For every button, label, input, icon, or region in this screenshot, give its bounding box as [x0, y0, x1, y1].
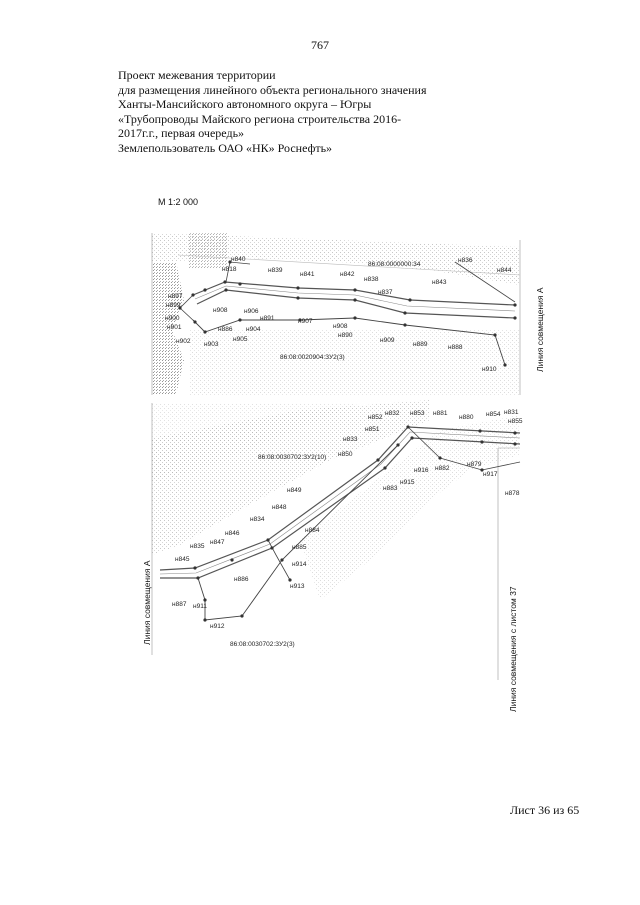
point-label: н831: [504, 409, 519, 416]
point-label: н888: [448, 344, 463, 351]
point-label: н837: [378, 289, 393, 296]
page-number: 767: [311, 38, 329, 52]
alignment-line-label: Линия совмещения А: [142, 560, 152, 645]
point-label: н902: [176, 338, 191, 345]
point-label: н878: [505, 490, 520, 497]
point-label: н833: [343, 436, 358, 443]
point-label: н914: [292, 561, 307, 568]
point-label: н846: [225, 530, 240, 537]
map-scale: М 1:2 000: [158, 197, 199, 207]
header-line: Ханты-Мансийского автономного округа – Ю…: [118, 97, 372, 111]
point-label: н908: [333, 323, 348, 330]
point-label: н882: [435, 465, 450, 472]
point-label: н906: [244, 308, 259, 315]
point-label: н900: [165, 315, 180, 322]
point-label: н891: [260, 315, 275, 322]
point-label: н834: [250, 516, 265, 523]
point-label: н835: [190, 543, 205, 550]
point-label: н852: [368, 414, 383, 421]
point-label: н832: [385, 410, 400, 417]
point-label: н901: [167, 324, 182, 331]
point-label: н912: [210, 623, 225, 630]
cadastral-label: 86:08:0030702:ЗУ2(3): [230, 641, 295, 648]
sheet-number: Лист 36 из 65: [510, 803, 580, 817]
point-label: н836: [458, 257, 473, 264]
header-line: «Трубопроводы Майского региона строитель…: [118, 111, 402, 126]
point-label: н885: [292, 544, 307, 551]
point-label: н889: [413, 341, 428, 348]
point-label: н915: [400, 479, 415, 486]
point-label: н854: [486, 411, 501, 418]
point-label: н843: [432, 279, 447, 286]
bottom-map-fragment: н852 н832 н853 н881 н880 н854 н831 н855 …: [142, 400, 523, 712]
top-map-fragment: н840 н818 н839 н841 н842 н838 н836 н844 …: [151, 232, 545, 395]
point-label: н908: [213, 307, 228, 314]
document-header: Проект межевания территории для размещен…: [118, 68, 426, 155]
header-line: 2017г.г., первая очередь»: [118, 126, 245, 140]
point-label: н880: [459, 414, 474, 421]
point-label: н886: [218, 326, 233, 333]
point-label: н847: [210, 539, 225, 546]
point-label: н842: [340, 271, 355, 278]
point-label: н905: [233, 336, 248, 343]
point-label: н887: [172, 601, 187, 608]
header-line: Землепользователь ОАО «НК» Роснефть»: [118, 140, 333, 155]
point-label: н917: [483, 471, 498, 478]
point-label: н848: [272, 504, 287, 511]
point-label: н818: [222, 266, 237, 273]
alignment-line-label: Линия совмещения А: [535, 287, 545, 372]
header-line: для размещения линейного объекта региона…: [118, 82, 427, 97]
point-label: н899: [166, 302, 181, 309]
point-label: н909: [380, 337, 395, 344]
point-label: н890: [338, 332, 353, 339]
cadastral-label: 86:08:0020904:ЗУ2(3): [280, 354, 345, 361]
point-label: н886: [234, 576, 249, 583]
point-label: н851: [365, 426, 380, 433]
point-label: н850: [338, 451, 353, 458]
point-label: н840: [231, 256, 246, 263]
point-label: н913: [290, 583, 305, 590]
cadastral-label: 86:08:0030702:ЗУ2(10): [258, 454, 326, 461]
cadastral-label: 86:08:0000000:34: [368, 261, 421, 268]
point-label: н904: [246, 326, 261, 333]
point-label: н855: [508, 418, 523, 425]
point-label: н845: [175, 556, 190, 563]
point-label: н907: [298, 318, 313, 325]
point-label: н884: [305, 527, 320, 534]
point-label: н879: [467, 461, 482, 468]
point-label: н903: [204, 341, 219, 348]
point-label: н883: [383, 485, 398, 492]
point-label: н881: [433, 410, 448, 417]
point-label: н853: [410, 410, 425, 417]
point-label: н897: [168, 293, 183, 300]
point-label: н839: [268, 267, 283, 274]
point-label: н916: [414, 467, 429, 474]
point-label: н849: [287, 487, 302, 494]
alignment-line-label: Линия совмещения с листом 37: [508, 586, 518, 712]
point-label: н911: [193, 603, 207, 610]
point-label: н910: [482, 366, 497, 373]
header-line: Проект межевания территории: [118, 68, 276, 82]
point-label: н838: [364, 276, 379, 283]
point-label: н841: [300, 271, 315, 278]
point-label: н844: [497, 267, 512, 274]
